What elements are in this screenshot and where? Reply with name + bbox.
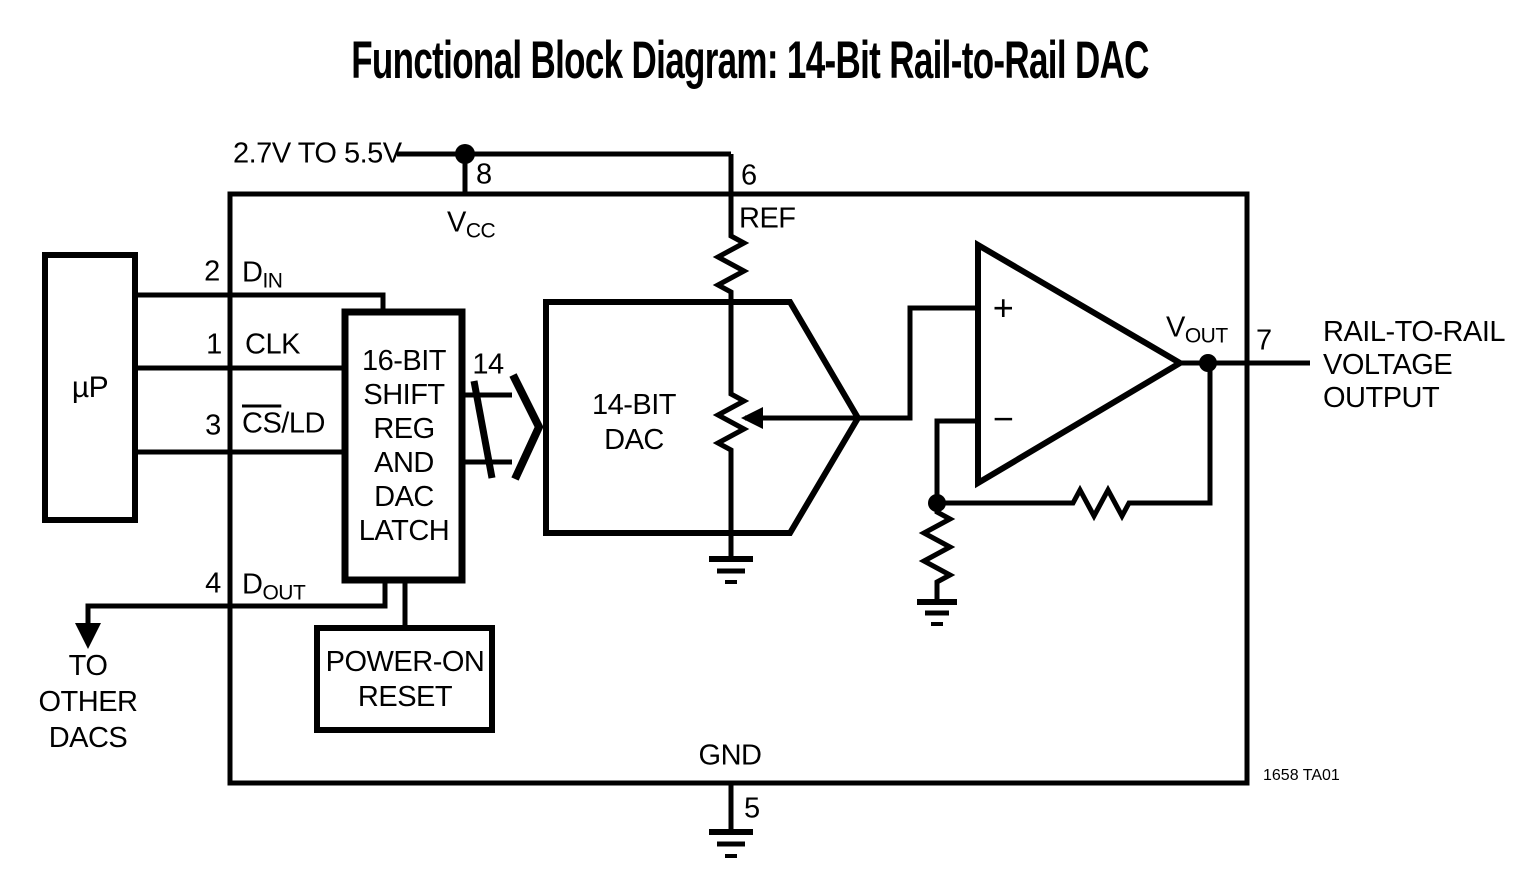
gain-resistor-path	[918, 503, 956, 601]
dac-ground-symbol	[709, 556, 753, 584]
chip-outline	[227, 191, 1250, 786]
to-other-dacs-arrowhead-icon	[75, 623, 101, 649]
bus-arrowhead-icon	[509, 373, 544, 481]
inverting-input-wire	[934, 418, 978, 503]
rail-output-label: RAIL-TO-RAIL VOLTAGE OUTPUT	[1323, 316, 1506, 414]
opamp-plus-sign: +	[992, 287, 1014, 328]
page-title: Functional Block Diagram: 14-Bit Rail-to…	[351, 31, 1149, 90]
ref-resistor-string	[712, 154, 750, 559]
power-on-reset-label: POWER-ON RESET	[325, 646, 485, 713]
figure-id-label: 1658 TA01	[1263, 767, 1340, 784]
pin-8: 8	[476, 158, 492, 191]
vout-label: VOUT	[1166, 311, 1228, 348]
dac-block-outline	[543, 299, 862, 536]
vcc-label: VCC	[447, 206, 496, 243]
pin-5: 5	[744, 792, 760, 825]
opamp-triangle	[975, 239, 1186, 489]
feedback-resistor-path	[937, 363, 1213, 522]
wiper-arrowhead-icon	[741, 407, 763, 429]
ref-label: REF	[739, 202, 796, 235]
noninverting-input-wire	[858, 305, 978, 421]
bus-arrow	[462, 373, 544, 481]
to-other-dacs-label: TO OTHER DACS	[38, 650, 139, 754]
gnd-label: GND	[698, 739, 762, 772]
clk-label: CLK	[245, 328, 300, 361]
bus-width-slash	[470, 380, 496, 479]
microprocessor-label: µP	[71, 371, 109, 404]
pin-4: 4	[205, 567, 221, 600]
pin-6: 6	[741, 159, 757, 192]
shift-register-label: 16-BIT SHIFT REG AND DAC LATCH	[358, 345, 450, 547]
digital-interface-wires	[85, 292, 408, 631]
din-label: DIN	[242, 256, 283, 293]
pin-3: 3	[205, 409, 221, 442]
output-junction-dot	[1199, 354, 1217, 372]
dac-label: 14-BIT DAC	[591, 389, 677, 456]
chip-ground-symbol	[709, 829, 753, 858]
bus-width-label: 14	[472, 348, 504, 381]
supply-rail-wires	[397, 151, 731, 196]
supply-range-label: 2.7V TO 5.5V	[233, 137, 402, 170]
supply-junction-dot	[455, 144, 475, 164]
opamp-minus-sign: −	[992, 398, 1014, 439]
pin-2: 2	[204, 255, 220, 288]
pin-7: 7	[1256, 324, 1272, 357]
csld-label: CS/LD	[242, 407, 325, 440]
feedback-ground-symbol	[917, 599, 957, 626]
dout-label: DOUT	[242, 568, 306, 605]
microprocessor-box	[42, 252, 138, 523]
feedback-junction-dot	[928, 494, 946, 512]
pin-1: 1	[206, 328, 222, 361]
